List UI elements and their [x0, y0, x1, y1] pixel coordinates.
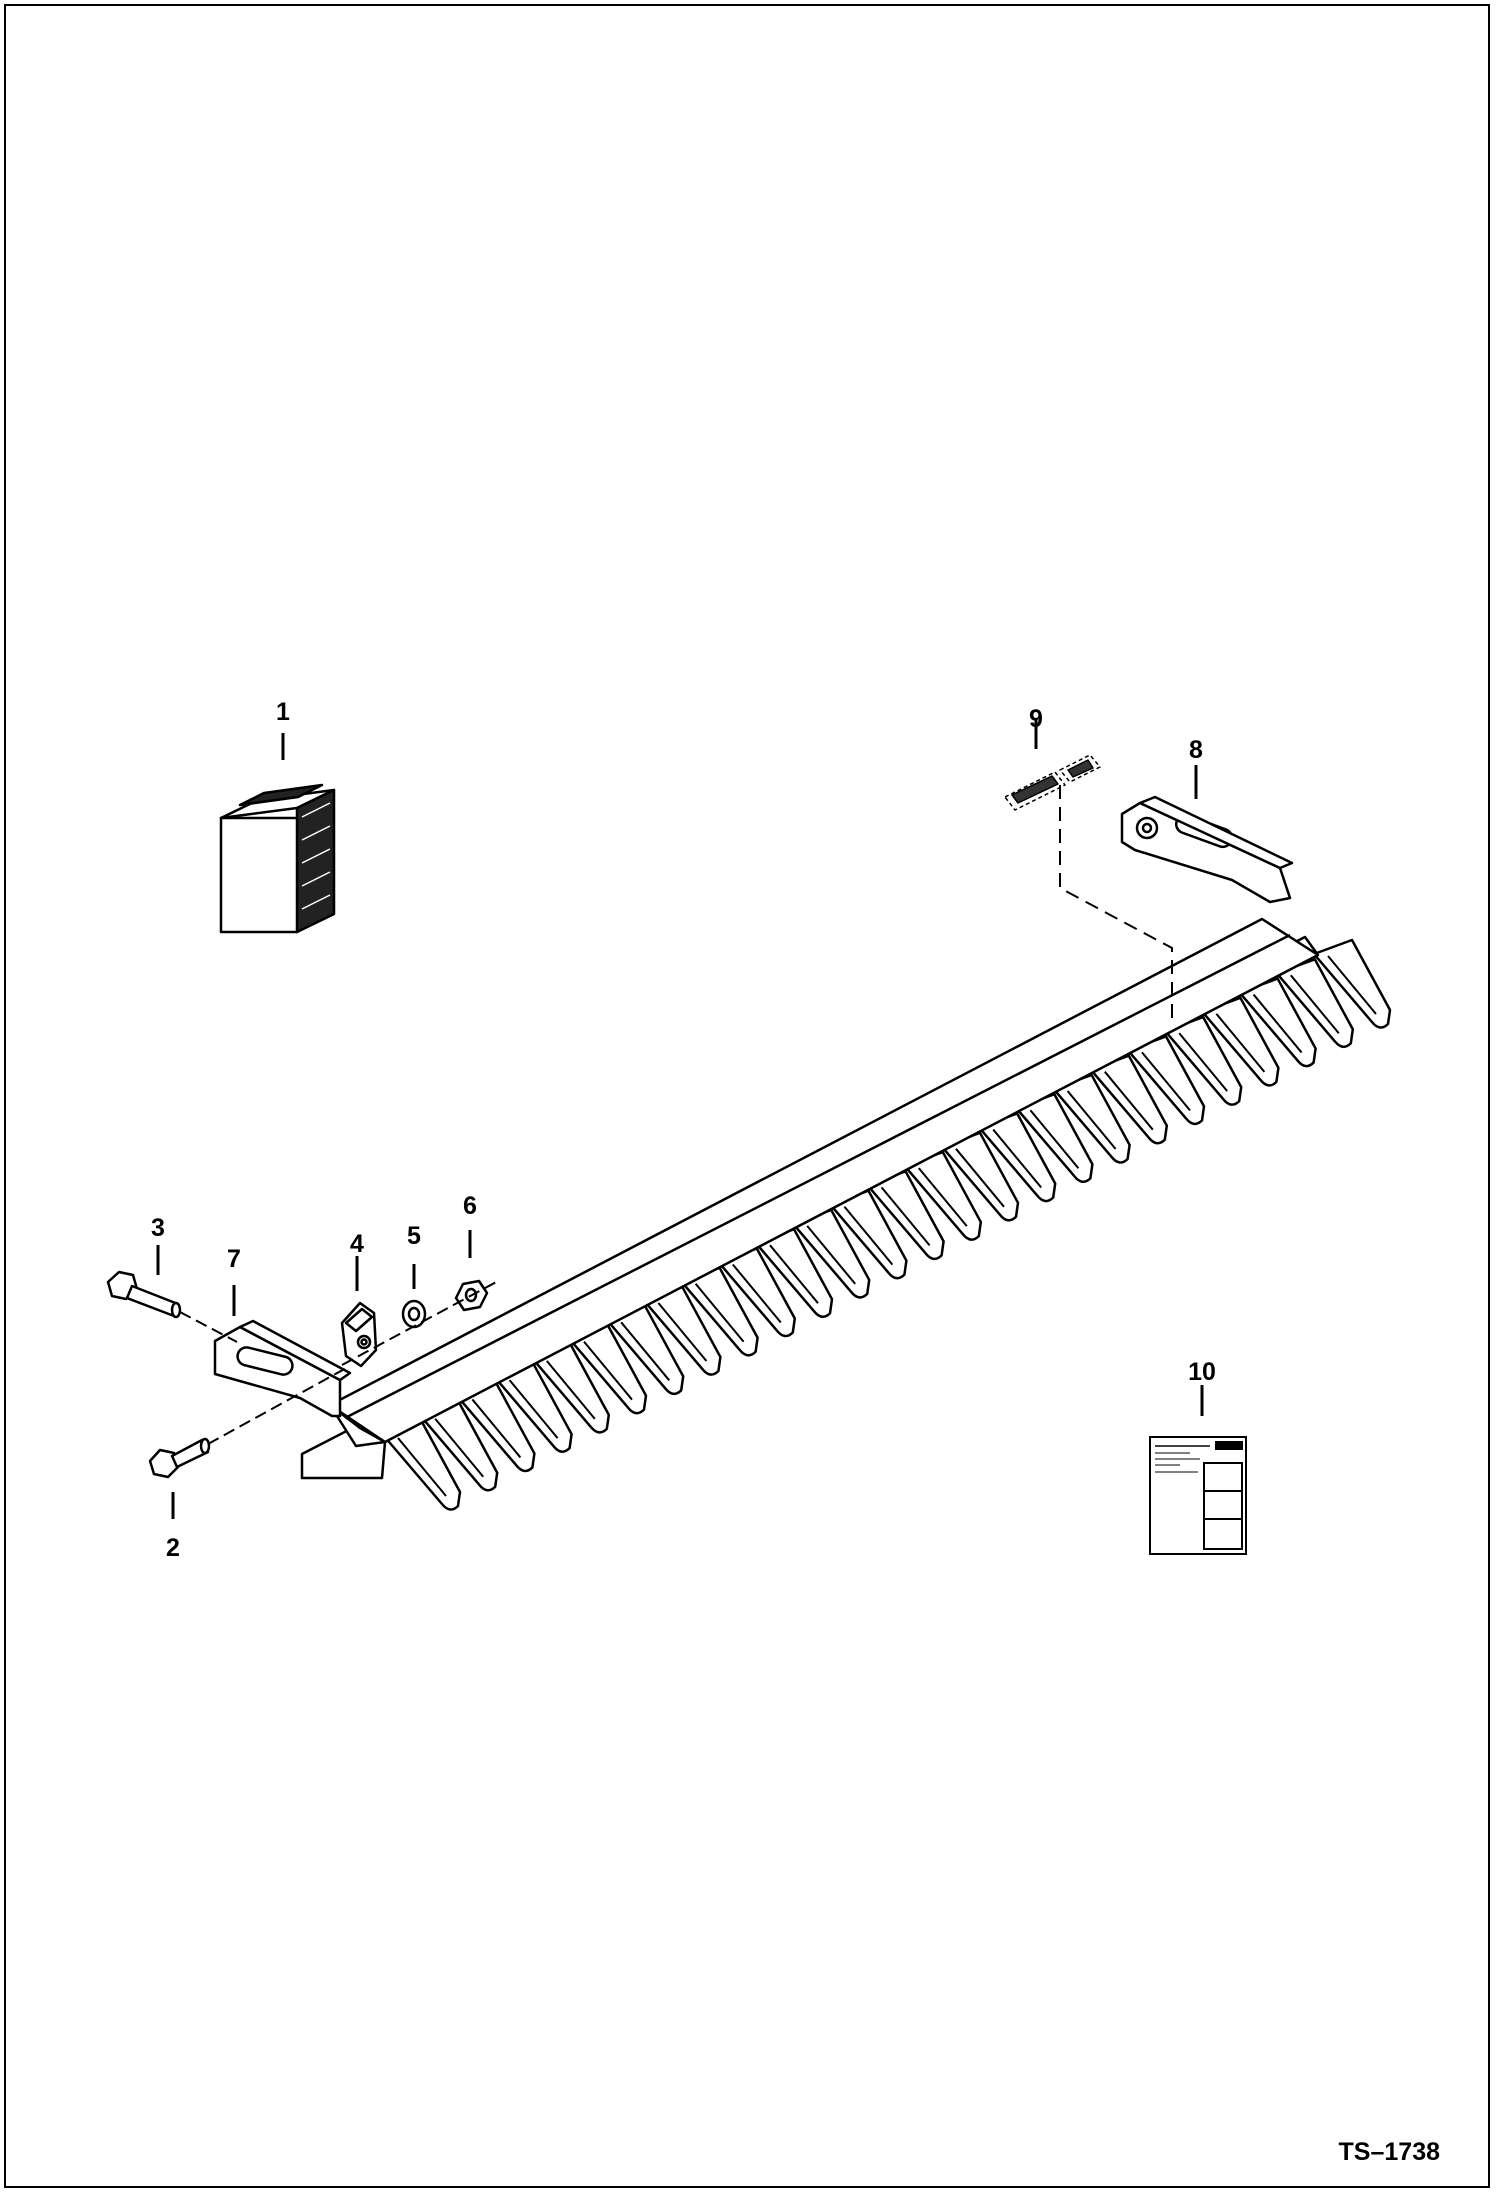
cutter-bar-assembly [300, 917, 1392, 1511]
part-3-bolt [106, 1270, 182, 1319]
knife-tooth-edge [397, 1437, 447, 1497]
knife-tooth-edge [1104, 1071, 1154, 1131]
knife-tooth-edge [546, 1360, 596, 1420]
knife-tooth-edge [1290, 974, 1340, 1034]
callout-7: 7 [227, 1245, 241, 1273]
drawing-code: TS–1738 [1339, 2138, 1441, 2166]
knife-tooth-edge [880, 1186, 931, 1246]
callout-2: 2 [166, 1534, 180, 1562]
part-7-left-bracket [213, 1319, 352, 1418]
knife-tooth-edge [806, 1225, 856, 1285]
knife-tooth-edge [583, 1340, 633, 1401]
part-1-manual-box [219, 783, 336, 934]
knife-tooth-edge [1066, 1090, 1117, 1150]
callout-5: 5 [407, 1222, 421, 1250]
hardware-assembly-line [341, 1279, 501, 1366]
bolt-2-assembly-line [207, 1365, 351, 1445]
callout-8: 8 [1189, 736, 1203, 764]
knife-tooth-edge [471, 1398, 522, 1459]
knife-tooth-edge [1141, 1051, 1191, 1112]
knife-tooth-edge [1327, 955, 1377, 1015]
callout-10: 10 [1188, 1358, 1216, 1386]
knife-tooth-edge [508, 1379, 559, 1439]
knife-teeth [382, 938, 1392, 1511]
callout-3: 3 [151, 1214, 165, 1242]
knife-tooth-edge [918, 1167, 968, 1227]
callout-1: 1 [276, 698, 290, 726]
knife-tooth-edge [657, 1302, 708, 1362]
decal-placement-line [1059, 785, 1173, 1020]
knife-tooth-edge [955, 1148, 1005, 1208]
knife-tooth-edge [1215, 1013, 1266, 1073]
knife-tooth-edge [434, 1418, 484, 1478]
knife-tooth-edge [843, 1206, 894, 1266]
part-8-right-bracket [1120, 795, 1294, 904]
callout-6: 6 [463, 1192, 477, 1220]
part-5-washer [401, 1299, 427, 1329]
knife-tooth-edge [1029, 1109, 1080, 1169]
part-9-decals [1004, 754, 1101, 811]
callout-4: 4 [350, 1230, 364, 1258]
page-border [4, 4, 1490, 2188]
bolt-3-assembly-line [179, 1311, 238, 1343]
knife-tooth-edge [1252, 993, 1303, 1054]
knife-tooth-edge [620, 1321, 670, 1381]
knife-tooth-edge [992, 1128, 1042, 1189]
knife-tooth-edge [1178, 1032, 1228, 1092]
callout-9: 9 [1029, 705, 1043, 733]
part-4-clip [340, 1301, 378, 1368]
knife-tooth-edge [732, 1263, 782, 1324]
part-2-bolt [148, 1437, 211, 1479]
knife-tooth-edge [769, 1244, 819, 1304]
knife-tooth-edge [694, 1283, 745, 1343]
part-10-operator-manual [1149, 1436, 1247, 1555]
